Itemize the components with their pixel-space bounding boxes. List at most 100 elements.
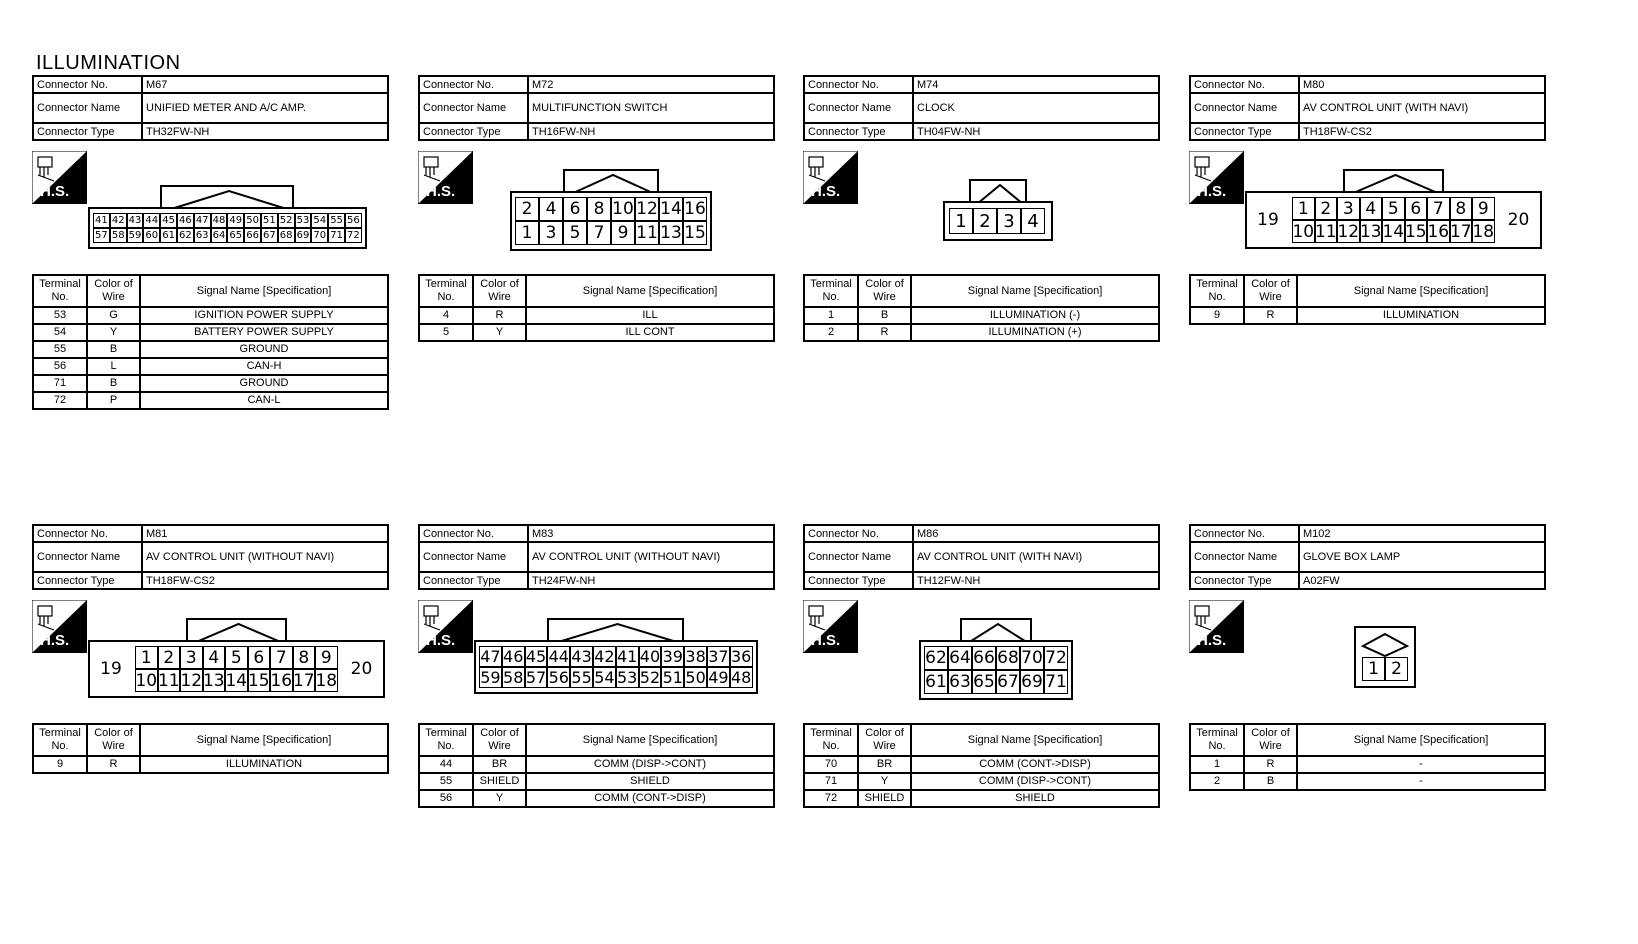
label-connector-type: Connector Type: [418, 122, 529, 141]
harness-side-icon: H.S.: [417, 599, 474, 654]
harness-side-icon: H.S.: [31, 150, 88, 205]
pin-cell: 49: [227, 213, 245, 228]
color-cell: B: [86, 340, 141, 359]
pin-cell: 10: [135, 669, 158, 692]
label-connector-no: Connector No.: [418, 75, 529, 94]
terminal-cell: 55: [418, 772, 474, 791]
header-terminal: Terminal No.: [1189, 274, 1245, 308]
harness-side-icon: H.S.: [1188, 599, 1245, 654]
header-signal: Signal Name [Specification]: [525, 274, 775, 308]
header-color: Color of Wire: [1243, 274, 1298, 308]
pin-cell: 17: [1449, 220, 1472, 243]
terminal-cell: 53: [32, 306, 88, 325]
pin-cell: 58: [501, 667, 525, 688]
pin-cell: 8: [1449, 197, 1472, 220]
header-signal: Signal Name [Specification]: [910, 274, 1160, 308]
signal-cell: ILLUMINATION: [139, 755, 389, 774]
pin-cell: 64: [948, 646, 972, 670]
pin-cell: 44: [547, 646, 571, 667]
header-signal: Signal Name [Specification]: [910, 723, 1160, 757]
header-terminal: Terminal No.: [32, 723, 88, 757]
signal-cell: COMM (CONT->DISP): [910, 755, 1160, 774]
label-connector-name: Connector Name: [418, 92, 529, 124]
pin-cell: 55: [570, 667, 593, 688]
pin-cell: 72: [1044, 646, 1068, 670]
terminal-cell: 9: [32, 755, 88, 774]
color-cell: R: [86, 755, 141, 774]
value-connector-name: MULTIFUNCTION SWITCH: [527, 92, 775, 124]
terminal-cell: 44: [418, 755, 474, 774]
terminal-cell: 9: [1189, 306, 1245, 325]
value-connector-name: UNIFIED METER AND A/C AMP.: [141, 92, 389, 124]
pin-cell: 13: [202, 669, 225, 692]
signal-cell: ILL CONT: [525, 323, 775, 342]
terminal-cell: 2: [803, 323, 859, 342]
pin-cell: 43: [570, 646, 593, 667]
pin-cell: 2: [973, 208, 997, 234]
pin-cell: 39: [661, 646, 685, 667]
pin-cell: 11: [635, 221, 659, 245]
value-connector-no: M67: [141, 75, 389, 94]
color-cell: L: [86, 357, 141, 376]
value-connector-no: M74: [912, 75, 1160, 94]
pin-cell: 59: [479, 667, 502, 688]
value-connector-no: M80: [1298, 75, 1546, 94]
color-cell: R: [857, 323, 912, 342]
color-cell: R: [1243, 755, 1298, 774]
no-row: Connector No.M86: [803, 524, 1160, 543]
pin-cell: 53: [294, 213, 312, 228]
pin-cell: 5: [563, 221, 587, 245]
header-terminal: Terminal No.: [32, 274, 88, 308]
signal-cell: -: [1296, 755, 1546, 774]
no-row: Connector No.M83: [418, 524, 775, 543]
hs-label: H.S.: [426, 183, 456, 200]
pin-cell: 48: [729, 667, 753, 688]
color-cell: R: [472, 306, 527, 325]
value-connector-no: M81: [141, 524, 389, 543]
pin-cell: 5: [1382, 197, 1405, 220]
signal-cell: ILL: [525, 306, 775, 325]
pin-cell: 14: [225, 669, 248, 692]
pin-cell: 57: [93, 228, 110, 243]
pin-cell: 2: [515, 197, 539, 221]
color-cell: B: [857, 306, 912, 325]
terminal-cell: 71: [803, 772, 859, 791]
header-color: Color of Wire: [1243, 723, 1298, 757]
pin-cell: 44: [143, 213, 161, 228]
pin-cell: 38: [684, 646, 707, 667]
pin-cell: 7: [270, 646, 293, 669]
pin-cell: 15: [683, 221, 707, 245]
pin-cell: 60: [143, 228, 161, 243]
pin-cell: 16: [1427, 220, 1450, 243]
hs-label: H.S.: [1197, 183, 1227, 200]
header-signal: Signal Name [Specification]: [525, 723, 775, 757]
